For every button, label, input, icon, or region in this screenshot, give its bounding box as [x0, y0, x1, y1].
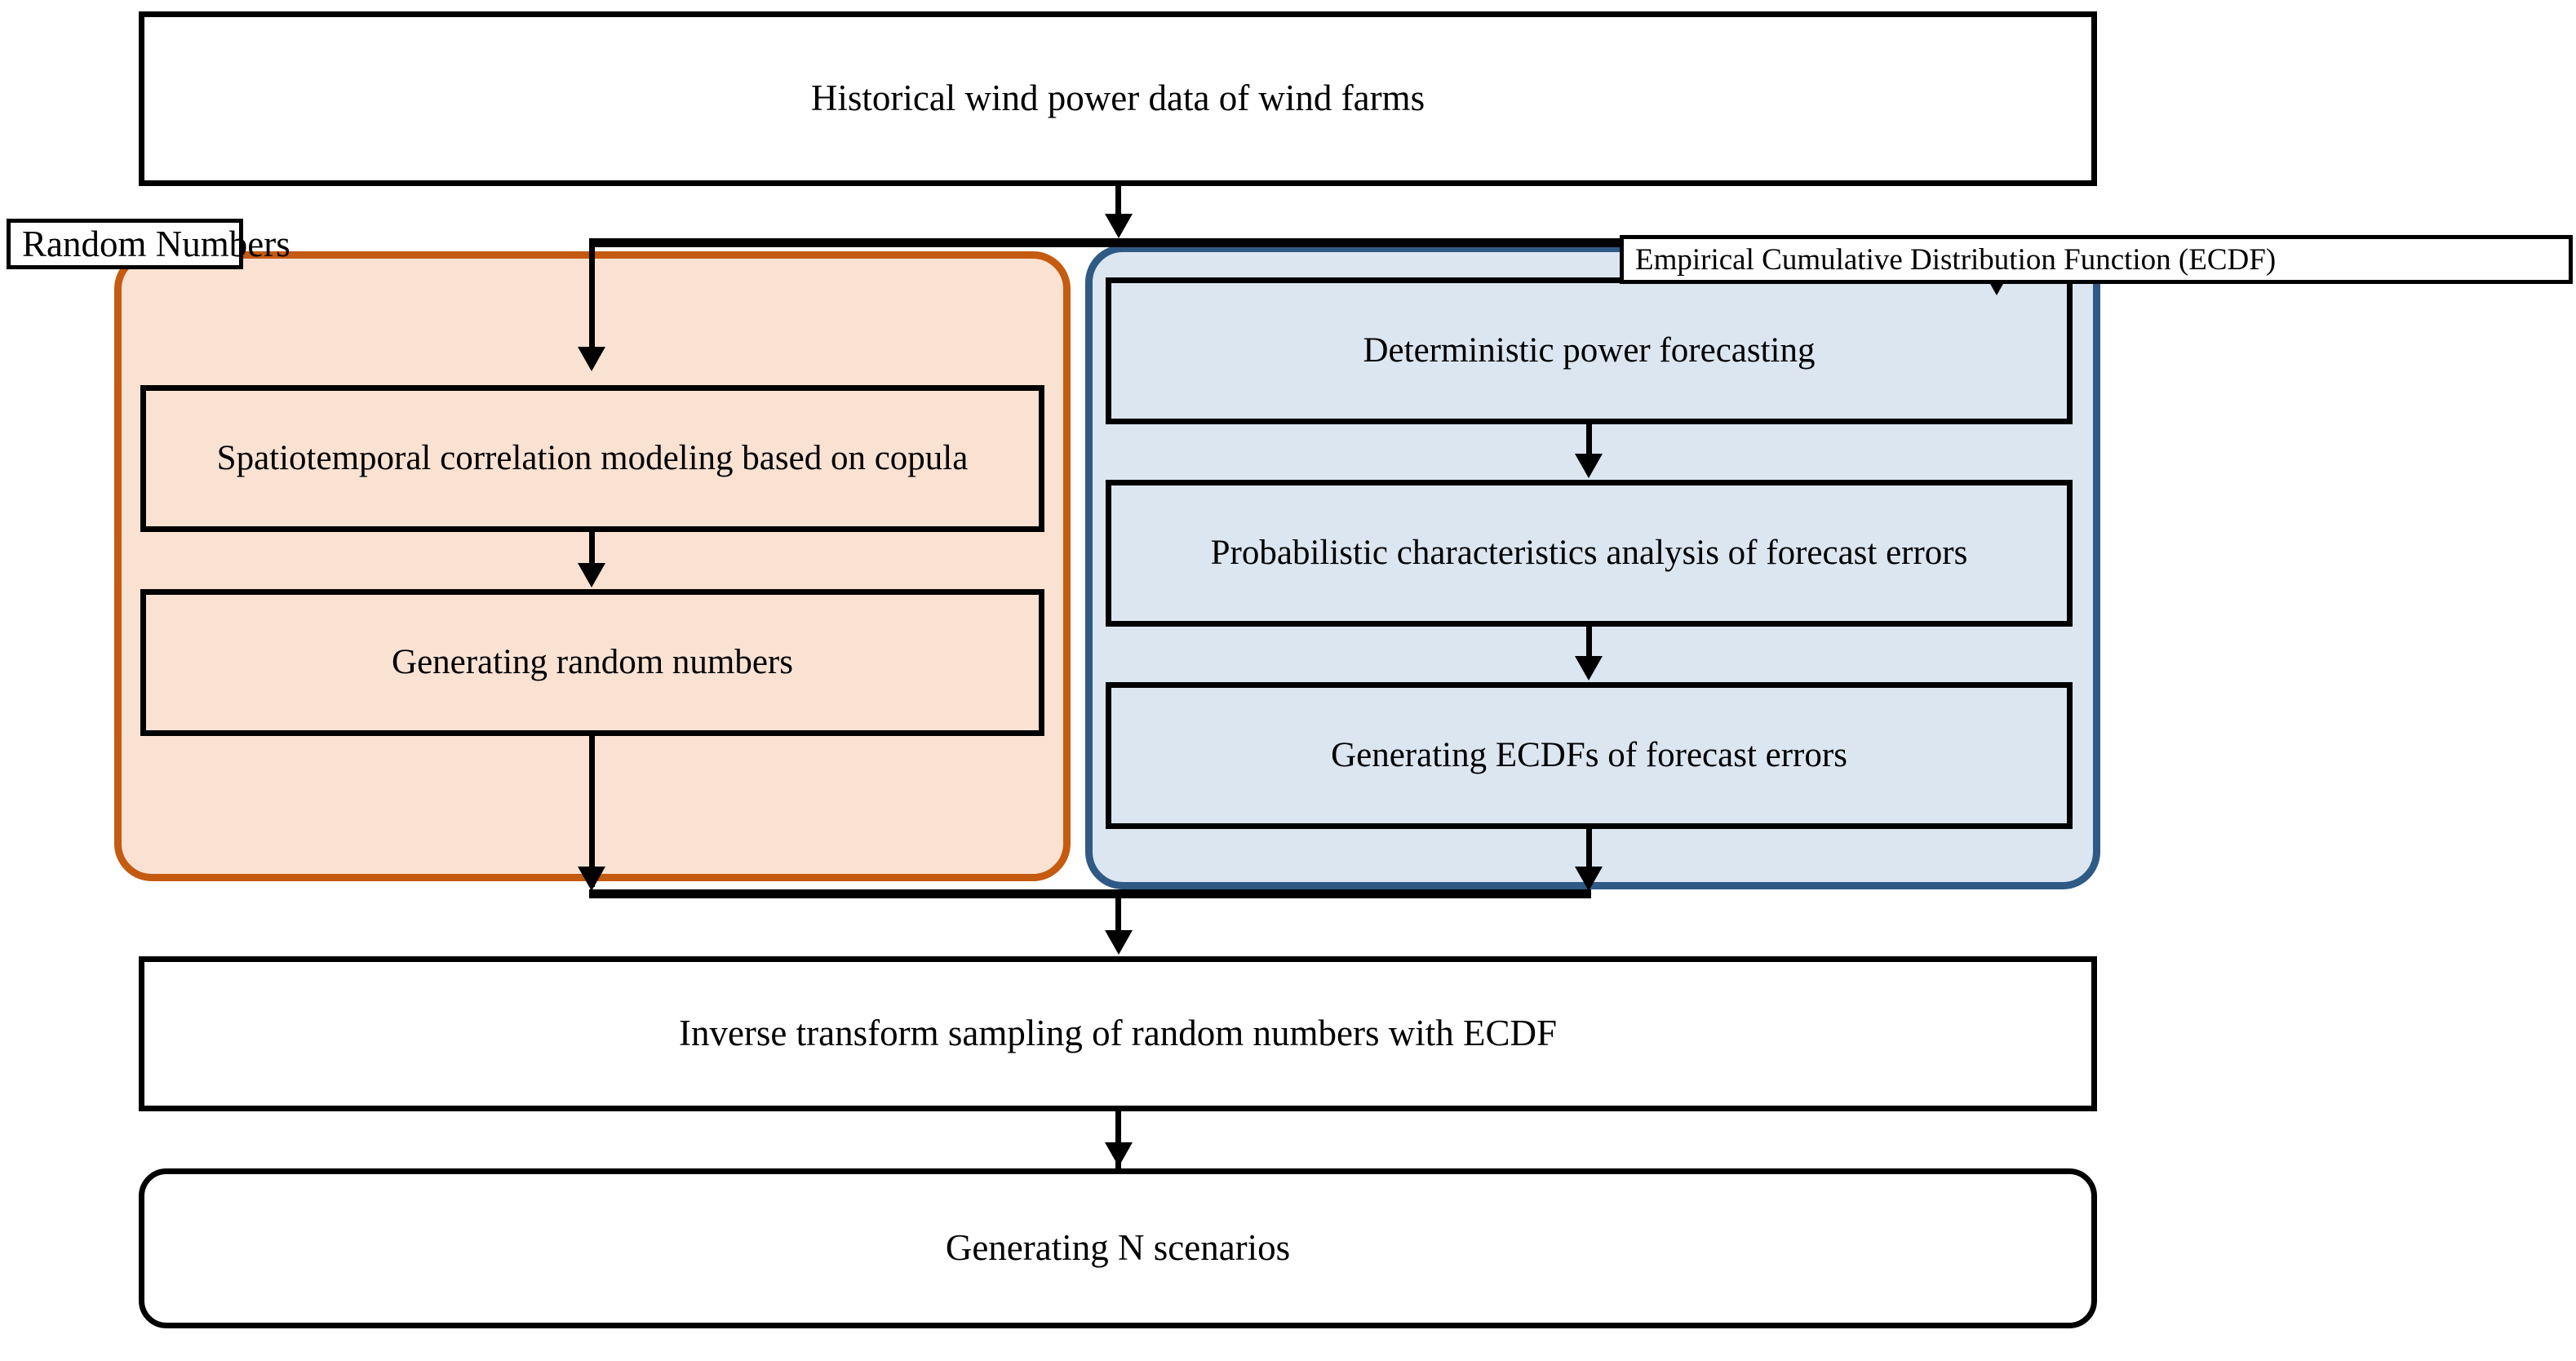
edge-prob-to-genecdf-arrowhead: [1575, 656, 1603, 680]
node-historical-data: Historical wind power data of wind farms: [139, 11, 2097, 186]
node-inverse-transform-sampling: Inverse transform sampling of random num…: [139, 956, 2097, 1111]
edge-split-to-copula-arrowhead: [578, 347, 605, 371]
edge-inverse-to-output: [1115, 1111, 1121, 1170]
chip-ecdf-label: Empirical Cumulative Distribution Functi…: [1635, 242, 2277, 277]
node-deterministic-forecasting: Deterministic power forecasting: [1106, 277, 2073, 424]
edge-copula-to-genrandom: [589, 532, 595, 573]
edge-input-to-split-arrowhead: [1105, 214, 1133, 238]
node-generating-ecdfs: Generating ECDFs of forecast errors: [1106, 682, 2073, 829]
edge-genrandom-to-merge: [589, 736, 595, 887]
edge-input-to-split: [1115, 186, 1121, 219]
edge-deterministic-to-prob-arrowhead: [1575, 454, 1603, 478]
node-deterministic-forecasting-label: Deterministic power forecasting: [1363, 330, 1816, 370]
edge-inverse-to-output-arrowhead: [1105, 1142, 1133, 1167]
edge-genrandom-to-merge-arrowhead: [578, 867, 605, 891]
chip-random-numbers: Random Numbers: [7, 219, 290, 269]
edge-merge-to-inverse-arrowhead: [1105, 930, 1133, 955]
edge-copula-to-genrandom-arrowhead: [578, 563, 605, 587]
edge-split-to-copula: [589, 238, 595, 352]
split-bar: [589, 238, 1999, 247]
node-generating-random-numbers: Generating random numbers: [140, 589, 1044, 736]
node-copula-modeling: Spatiotemporal correlation modeling base…: [140, 385, 1044, 532]
node-probabilistic-characteristics: Probabilistic characteristics analysis o…: [1106, 480, 2073, 627]
merge-bar: [589, 889, 1591, 898]
edge-merge-to-inverse: [1115, 889, 1121, 940]
node-historical-data-label: Historical wind power data of wind farms: [810, 78, 1425, 119]
edge-deterministic-to-prob: [1586, 424, 1592, 463]
node-inverse-transform-sampling-label: Inverse transform sampling of random num…: [678, 1013, 1558, 1054]
node-probabilistic-characteristics-label: Probabilistic characteristics analysis o…: [1210, 533, 1968, 572]
node-generating-random-numbers-label: Generating random numbers: [392, 642, 793, 681]
node-generating-n-scenarios: Generating N scenarios: [139, 1168, 2097, 1328]
node-copula-modeling-label: Spatiotemporal correlation modeling base…: [216, 438, 969, 477]
node-generating-n-scenarios-label: Generating N scenarios: [945, 1227, 1291, 1269]
chip-random-numbers-label: Random Numbers: [22, 224, 290, 264]
chip-ecdf: Empirical Cumulative Distribution Functi…: [1620, 235, 2573, 284]
edge-genecdf-to-merge: [1586, 829, 1592, 886]
edge-prob-to-genecdf: [1586, 627, 1592, 666]
edge-genecdf-to-merge-arrowhead: [1575, 867, 1603, 891]
node-generating-ecdfs-label: Generating ECDFs of forecast errors: [1331, 735, 1847, 774]
